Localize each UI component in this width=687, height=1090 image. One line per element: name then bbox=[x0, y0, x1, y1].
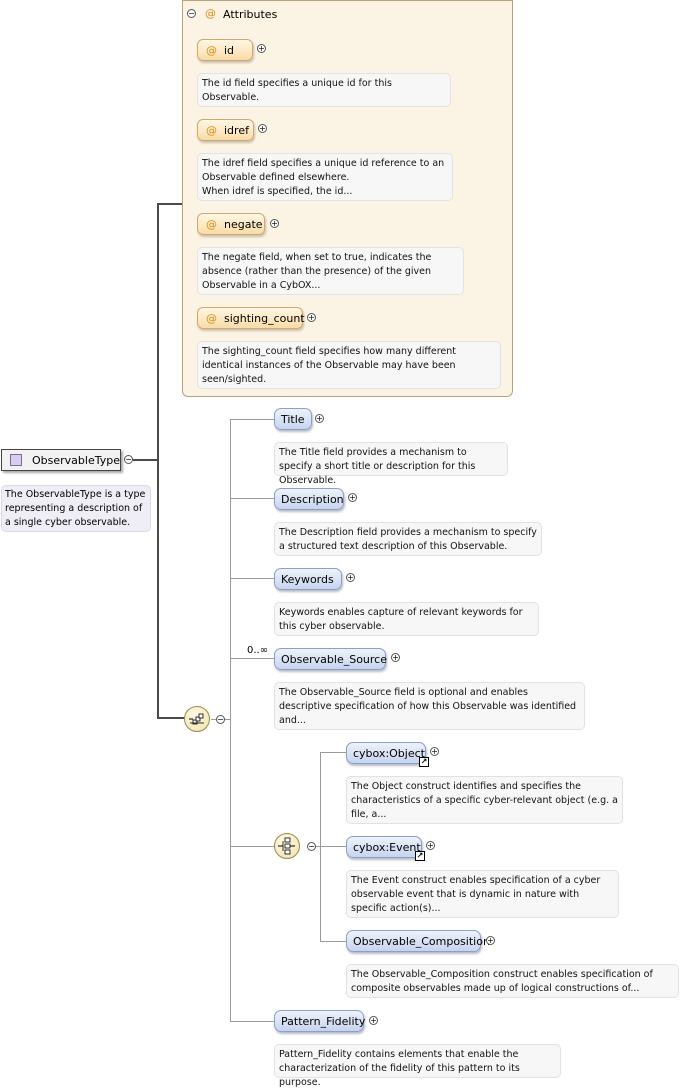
element-observable-composition[interactable]: Observable_Composition bbox=[346, 930, 490, 952]
attribute-name: negate bbox=[224, 218, 263, 231]
connector bbox=[316, 846, 321, 847]
connector bbox=[230, 498, 274, 499]
multiplicity-label: 0..∞ bbox=[247, 645, 269, 656]
element-cybox-event[interactable]: cybox:Event bbox=[346, 836, 422, 858]
sequence-compositor-icon[interactable] bbox=[184, 706, 210, 732]
attribute-doc: The sighting_count field specifies how m… bbox=[197, 341, 501, 389]
element-cybox-object[interactable]: cybox:Object bbox=[346, 742, 426, 764]
expand-icon[interactable]: + bbox=[307, 313, 316, 322]
element-doc: The Event construct enables specificatio… bbox=[346, 870, 619, 918]
expand-icon[interactable]: + bbox=[315, 414, 324, 423]
choice-compositor-icon[interactable] bbox=[274, 833, 300, 859]
expand-icon[interactable]: + bbox=[346, 573, 355, 582]
collapse-icon[interactable]: − bbox=[187, 9, 196, 18]
element-doc: The Description field provides a mechani… bbox=[274, 522, 542, 556]
connector bbox=[230, 1021, 274, 1022]
connector bbox=[320, 941, 346, 942]
element-keywords[interactable]: Keywords bbox=[274, 568, 342, 590]
connector bbox=[230, 846, 274, 847]
attribute-negate[interactable]: @ negate bbox=[197, 213, 265, 235]
connector bbox=[157, 203, 159, 719]
element-observable-source[interactable]: Observable_Source bbox=[274, 648, 387, 670]
collapse-icon[interactable]: − bbox=[307, 842, 316, 851]
attribute-id[interactable]: @ id bbox=[197, 39, 253, 61]
element-doc: Keywords enables capture of relevant key… bbox=[274, 602, 539, 636]
expand-icon[interactable]: + bbox=[486, 936, 495, 945]
expand-icon[interactable]: + bbox=[258, 124, 267, 133]
attribute-icon: @ bbox=[206, 124, 217, 137]
attribute-idref[interactable]: @ idref bbox=[197, 119, 254, 141]
expand-icon[interactable]: + bbox=[430, 747, 439, 756]
attribute-sighting-count[interactable]: @ sighting_count bbox=[197, 307, 305, 329]
connector bbox=[230, 578, 274, 579]
reference-arrow-icon: ↗ bbox=[415, 851, 425, 861]
complex-type-icon bbox=[10, 454, 22, 466]
element-pattern-fidelity[interactable]: Pattern_Fidelity bbox=[274, 1010, 365, 1032]
element-doc: The Observable_Composition construct ena… bbox=[346, 964, 679, 998]
attribute-name: sighting_count bbox=[224, 312, 305, 325]
element-description[interactable]: Description bbox=[274, 488, 344, 510]
element-doc: The Observable_Source field is optional … bbox=[274, 682, 585, 730]
connector bbox=[157, 717, 185, 719]
connector bbox=[230, 419, 231, 1021]
connector bbox=[320, 752, 346, 753]
attributes-title: Attributes bbox=[223, 8, 278, 21]
connector bbox=[133, 459, 158, 461]
element-doc: The Object construct identifies and spec… bbox=[346, 776, 623, 824]
root-type-label: ObservableType bbox=[32, 454, 120, 467]
attribute-doc: The id field specifies a unique id for t… bbox=[197, 73, 451, 107]
observable-type-node[interactable]: ObservableType bbox=[1, 449, 121, 471]
connector bbox=[230, 658, 274, 659]
element-title[interactable]: Title bbox=[274, 408, 312, 430]
reference-arrow-icon: ↗ bbox=[419, 757, 429, 767]
expand-icon[interactable]: + bbox=[426, 841, 435, 850]
expand-icon[interactable]: + bbox=[391, 653, 400, 662]
connector bbox=[320, 846, 346, 847]
attribute-name: id bbox=[224, 44, 235, 57]
connector bbox=[157, 203, 183, 205]
element-doc: Pattern_Fidelity contains elements that … bbox=[274, 1044, 561, 1088]
expand-icon[interactable]: + bbox=[270, 219, 279, 228]
expand-icon[interactable]: + bbox=[348, 493, 357, 502]
attribute-doc: The idref field specifies a unique id re… bbox=[197, 153, 453, 201]
attribute-name: idref bbox=[224, 124, 249, 137]
attribute-doc: The negate field, when set to true, indi… bbox=[197, 247, 464, 295]
connector bbox=[230, 419, 274, 420]
expand-icon[interactable]: + bbox=[369, 1016, 378, 1025]
root-documentation: The ObservableType is a type representin… bbox=[1, 485, 151, 532]
collapse-icon[interactable]: − bbox=[216, 715, 225, 724]
attribute-icon: @ bbox=[206, 218, 217, 231]
expand-icon[interactable]: + bbox=[257, 44, 266, 53]
element-doc: The Title field provides a mechanism to … bbox=[274, 442, 508, 486]
attribute-icon: @ bbox=[206, 312, 217, 325]
attribute-icon: @ bbox=[206, 44, 217, 57]
attribute-group-icon: @ bbox=[205, 7, 216, 20]
collapse-icon[interactable]: − bbox=[124, 455, 133, 464]
